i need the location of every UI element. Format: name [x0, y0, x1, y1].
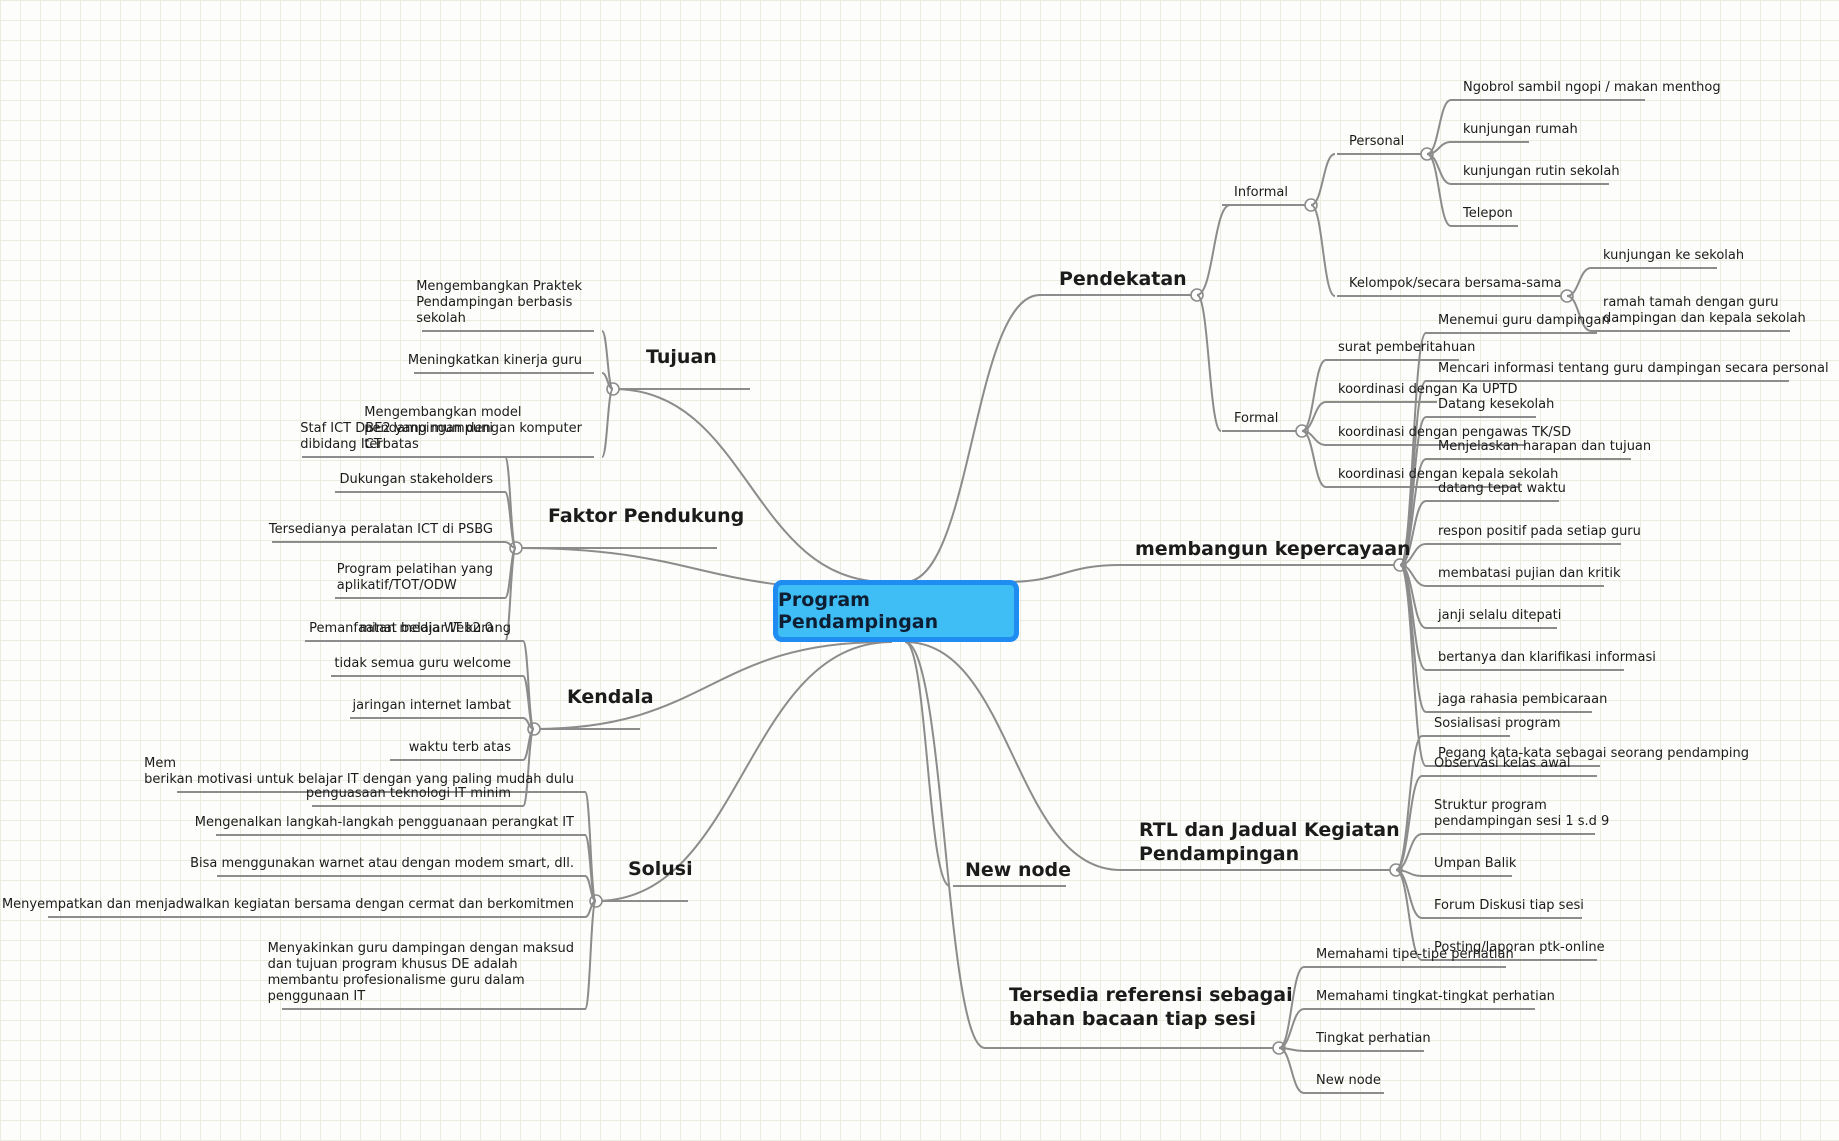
connector-line [1566, 267, 1592, 297]
connector-line [1278, 966, 1305, 1049]
pendukung-item[interactable]: Dukungan stakeholders [339, 472, 493, 487]
branch-kendala[interactable]: Kendala [567, 686, 654, 708]
kendala-item[interactable]: tidak semua guru welcome [334, 656, 511, 671]
connector-line [1395, 775, 1423, 871]
branch-referensi[interactable]: Tersedia referensi sebagai bahan bacaan … [1009, 984, 1293, 1030]
node-kelompok[interactable]: Kelompok/secara bersama-sama [1349, 276, 1562, 291]
kepercayaan-item[interactable]: datang tepat waktu [1438, 481, 1566, 496]
connector-line [1426, 99, 1452, 155]
kepercayaan-item[interactable]: Pegang kata-kata sebagai seorang pendamp… [1438, 746, 1750, 761]
pendukung-item[interactable]: Tersedianya peralatan ICT di PSBG [268, 522, 493, 537]
connector-line [1566, 295, 1592, 332]
connector-line [1310, 204, 1336, 297]
kelompok-item[interactable]: kunjungan ke sekolah [1603, 248, 1745, 263]
branch-rtl[interactable]: RTL dan Jadual Kegiatan Pendampingan [1139, 819, 1400, 865]
kendala-item[interactable]: waktu terb atas [408, 740, 511, 755]
referensi-item[interactable]: New node [1316, 1073, 1381, 1088]
connector-line [1310, 153, 1336, 206]
kepercayaan-item[interactable]: Datang kesekolah [1438, 397, 1555, 412]
connector-line [612, 388, 888, 583]
pendukung-item[interactable]: Pemanfaatan media Web2.0 [309, 621, 493, 636]
referensi-item[interactable]: Memahami tingkat-tingkat perhatian [1316, 989, 1555, 1004]
formal-item[interactable]: koordinasi dengan kepala sekolah [1338, 467, 1559, 482]
solusi-item[interactable]: Menyempatkan dan menjadwalkan kegiatan b… [1, 897, 574, 912]
tujuan-item[interactable]: Meningkatkan kinerja guru [407, 353, 582, 368]
pendukung-item[interactable]: Program pelatihan yang aplikatif/TOT/ODW [336, 562, 493, 593]
kelompok-item[interactable]: ramah tamah dengan guru dampingan dan ke… [1603, 295, 1806, 326]
kepercayaan-item[interactable]: respon positif pada setiap guru [1438, 524, 1641, 539]
node-formal[interactable]: Formal [1234, 411, 1279, 426]
root-node[interactable]: Program Pendampingan [773, 580, 1019, 642]
referensi-item[interactable]: Memahami tipe-tipe perhatian [1316, 947, 1514, 962]
connector-line [1278, 1008, 1305, 1049]
connector-line [1426, 153, 1452, 227]
node-informal[interactable]: Informal [1234, 185, 1288, 200]
connector-line [1399, 458, 1427, 566]
connector-line [1004, 564, 1122, 583]
rtl-item[interactable]: Struktur program pendampingan sesi 1 s.d… [1434, 798, 1610, 829]
connector-line [1301, 401, 1327, 432]
connector-line [904, 641, 986, 1049]
branch-kepercayaan[interactable]: membangun kepercayaan [1135, 538, 1411, 560]
connector-line [504, 491, 517, 549]
solusi-item[interactable]: Mem berikan motivasi untuk belajar IT de… [144, 756, 574, 787]
personal-item[interactable]: kunjungan rumah [1463, 122, 1578, 137]
solusi-item[interactable]: Menyakinkan guru dampingan dengan maksud… [267, 941, 574, 1004]
connector-line [1395, 869, 1423, 961]
solusi-item[interactable]: Bisa menggunakan warnet atau dengan mode… [190, 856, 574, 871]
connector-line [533, 641, 886, 730]
formal-item[interactable]: koordinasi dengan pengawas TK/SD [1338, 425, 1572, 440]
kepercayaan-item[interactable]: Mencari informasi tentang guru dampingan… [1438, 361, 1829, 376]
connector-line [601, 388, 614, 458]
rtl-item[interactable]: Observasi kelas awal [1434, 756, 1571, 771]
kendala-item[interactable]: minat belajar IT kurang [359, 621, 511, 636]
tujuan-item[interactable]: Mengembangkan model pendampingan dengan … [364, 405, 582, 452]
kepercayaan-item[interactable]: jaga rahasia pembicaraan [1438, 692, 1608, 707]
connector-line [522, 675, 535, 730]
branch-tujuan[interactable]: Tujuan [646, 346, 717, 368]
connector-line [584, 900, 597, 1010]
referensi-item[interactable]: Tingkat perhatian [1316, 1031, 1431, 1046]
kepercayaan-item[interactable]: bertanya dan klarifikasi informasi [1438, 650, 1656, 665]
connector-line [1278, 1047, 1305, 1094]
branch-new-node[interactable]: New node [965, 859, 1072, 881]
pendukung-item[interactable]: Staf ICT DBE2 yang mumpuni dibidang ICT [300, 421, 493, 452]
formal-item[interactable]: koordinasi dengan Ka UPTD [1338, 382, 1518, 397]
rtl-item[interactable]: Forum Diskusi tiap sesi [1434, 898, 1584, 913]
personal-item[interactable]: kunjungan rutin sekolah [1463, 164, 1620, 179]
connector-line [522, 728, 535, 807]
connector-line [904, 641, 951, 887]
kepercayaan-item[interactable]: Menjelaskan harapan dan tujuan [1438, 439, 1652, 454]
connector-line [1196, 204, 1231, 296]
connector-line [504, 547, 517, 642]
personal-item[interactable]: Ngobrol sambil ngopi / makan menthog [1463, 80, 1721, 95]
branch-pendekatan[interactable]: Pendekatan [1059, 268, 1187, 290]
connector-line [1399, 564, 1427, 767]
rtl-item[interactable]: Sosialisasi program [1434, 716, 1561, 731]
node-personal[interactable]: Personal [1349, 134, 1405, 149]
connector-line [904, 641, 1122, 871]
connector-line [1196, 294, 1222, 432]
connector-line [1301, 430, 1327, 488]
connector-line [1399, 500, 1427, 566]
connector-line [595, 641, 893, 902]
kepercayaan-item[interactable]: janji selalu ditepati [1438, 608, 1562, 623]
tujuan-item[interactable]: Mengembangkan Praktek Pendampingan berba… [416, 279, 582, 326]
connector-line [601, 372, 614, 390]
rtl-item[interactable]: Umpan Balik [1434, 856, 1517, 871]
rtl-item[interactable]: Posting/laporan ptk-online [1434, 940, 1605, 955]
connector-line [1395, 833, 1423, 871]
formal-item[interactable]: surat pemberitahuan [1338, 340, 1476, 355]
branch-pendukung[interactable]: Faktor Pendukung [548, 505, 745, 527]
solusi-item[interactable]: Mengenalkan langkah-langkah pengguanaan … [194, 815, 574, 830]
kepercayaan-item[interactable]: membatasi pujian dan kritik [1438, 566, 1621, 581]
kepercayaan-item[interactable]: Menemui guru dampingan [1438, 313, 1610, 328]
connector-line [904, 294, 1041, 583]
personal-item[interactable]: Telepon [1463, 206, 1513, 221]
kendala-item[interactable]: penguasaan teknologi IT minim [305, 786, 511, 801]
kendala-item[interactable]: jaringan internet lambat [352, 698, 511, 713]
branch-solusi[interactable]: Solusi [628, 858, 693, 880]
